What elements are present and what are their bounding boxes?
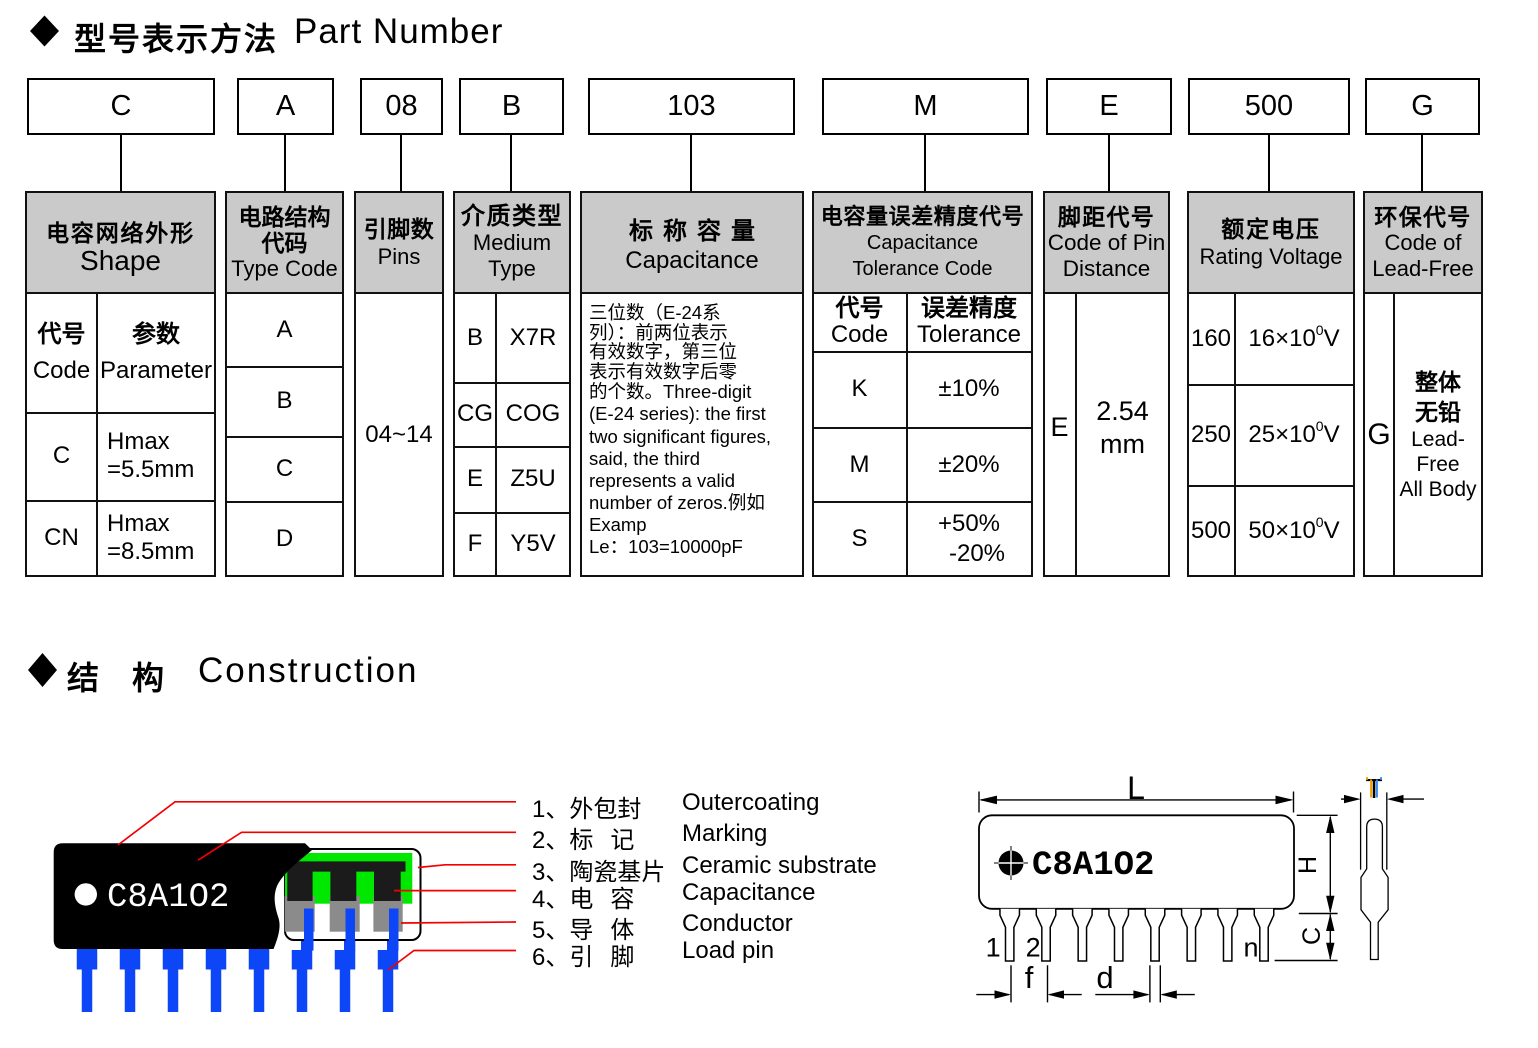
svg-text:d: d: [1096, 960, 1113, 995]
svg-text:T: T: [1365, 773, 1382, 804]
svg-text:L: L: [1127, 770, 1145, 806]
svg-text:C8A1O2: C8A1O2: [1032, 847, 1154, 885]
svg-text:C8A1O2: C8A1O2: [107, 879, 229, 917]
svg-text:n: n: [1244, 933, 1259, 963]
svg-text:2: 2: [1026, 933, 1041, 963]
svg-text:H: H: [1294, 856, 1322, 874]
svg-text:1: 1: [986, 933, 1001, 963]
svg-text:f: f: [1025, 960, 1034, 995]
svg-text:C: C: [1298, 927, 1326, 945]
